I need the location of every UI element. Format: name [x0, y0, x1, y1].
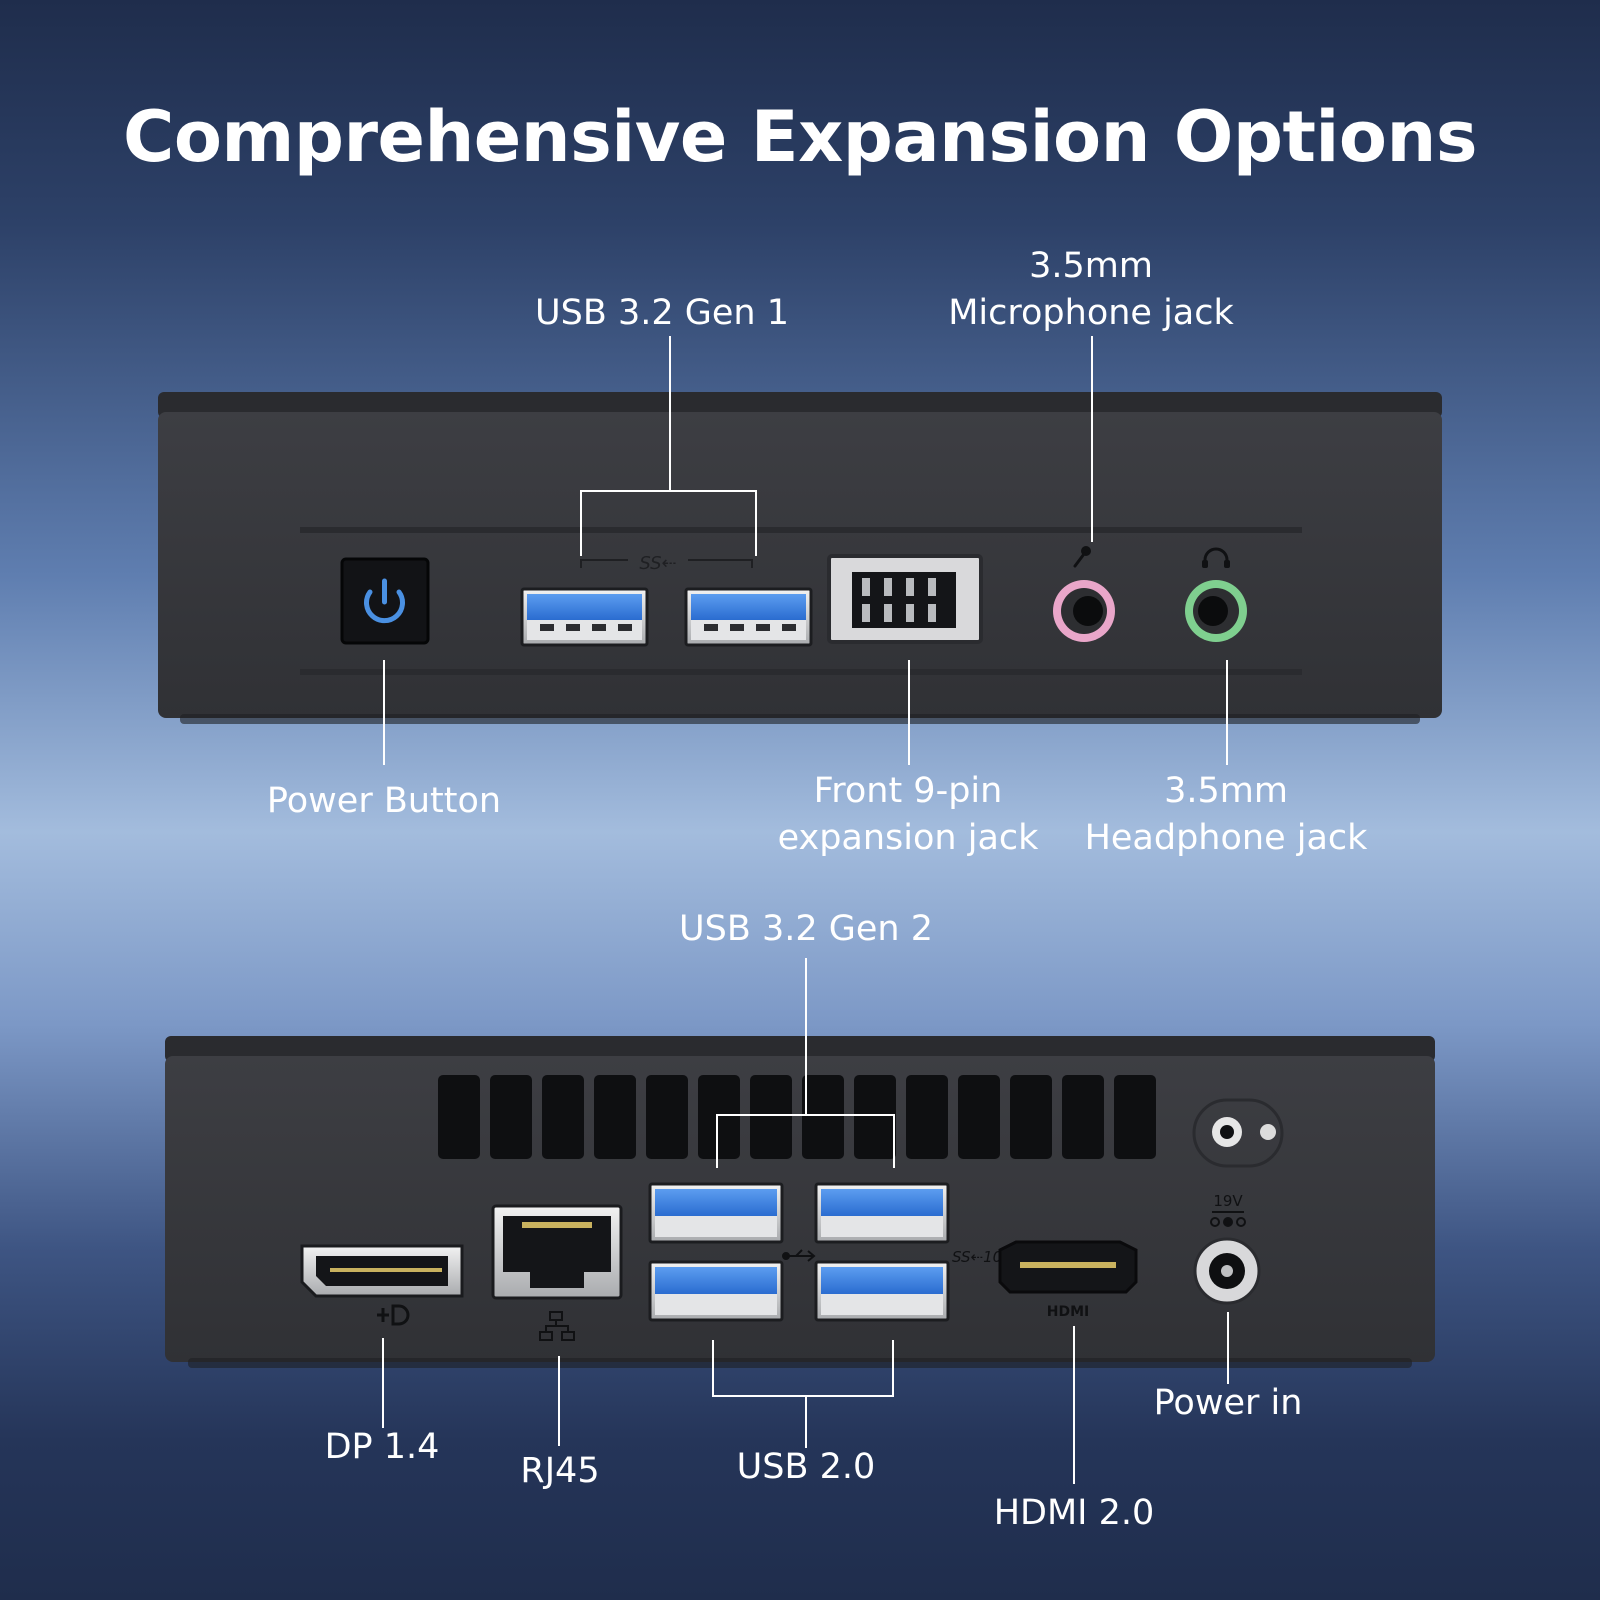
power-button[interactable]	[340, 557, 430, 645]
label-usb-gen1: USB 3.2 Gen 1	[535, 293, 789, 333]
headline: Comprehensive Expansion Options	[122, 96, 1478, 178]
label-power-button: Power Button	[266, 781, 502, 821]
microphone-icon	[1073, 546, 1091, 568]
label-dp: DP 1.4	[324, 1427, 440, 1467]
hdmi-port[interactable]	[998, 1240, 1138, 1294]
vent-grille	[438, 1075, 1156, 1159]
label-9pin-line2: expansion jack	[777, 818, 1039, 858]
callout-usb-gen2	[716, 958, 895, 1168]
rear-case-top-edge	[165, 1036, 1435, 1062]
label-usb20: USB 2.0	[736, 1447, 876, 1487]
front-case-face	[158, 412, 1442, 718]
voltage-label: 19V	[1213, 1192, 1243, 1210]
front-unit: SS⇠	[158, 392, 1442, 724]
power-in-jack[interactable]	[1193, 1237, 1261, 1305]
usb20-port-1[interactable]	[648, 1260, 784, 1322]
rear-unit: SS⇠10 HDMI 19V	[165, 1036, 1435, 1368]
headphone-icon	[1202, 547, 1230, 568]
displayport[interactable]	[300, 1244, 464, 1298]
label-9pin-jack: Front 9-pin expansion jack	[778, 768, 1039, 862]
network-icon	[539, 1311, 575, 1341]
front-groove-top	[300, 527, 1302, 533]
usb10-marking: SS⇠10	[952, 1248, 1002, 1266]
label-microphone-jack: 3.5mm Microphone jack	[948, 243, 1234, 337]
callout-usb20	[712, 1340, 894, 1448]
usb20-port-2[interactable]	[814, 1260, 950, 1322]
front-groove-bottom	[300, 669, 1302, 675]
usb-gen1-port-2[interactable]	[684, 587, 813, 647]
headphone-jack[interactable]	[1185, 580, 1247, 642]
usb-gen1-port-1[interactable]	[520, 587, 649, 647]
label-headphone-jack: 3.5mm Headphone jack	[1085, 768, 1368, 862]
power-icon	[364, 578, 405, 624]
label-headphone-line2: Headphone jack	[1084, 818, 1368, 858]
label-power-in: Power in	[1153, 1383, 1303, 1423]
label-microphone-line2: Microphone jack	[948, 293, 1234, 333]
front-case-top-edge	[158, 392, 1442, 418]
usb-ss-marking-text: SS⇠	[639, 553, 676, 574]
front-9pin-header[interactable]	[827, 554, 983, 644]
callout-usb-gen1	[580, 336, 757, 556]
usb-gen2-port-1[interactable]	[648, 1182, 784, 1244]
usb-gen2-port-2[interactable]	[814, 1182, 950, 1244]
dc-polarity-icon	[1210, 1211, 1246, 1227]
usb-icon	[782, 1249, 816, 1262]
label-headphone-line1: 3.5mm	[1164, 771, 1288, 811]
rear-callout-lines	[382, 958, 1229, 1484]
label-rj45: RJ45	[520, 1451, 600, 1491]
displayport-icon	[377, 1304, 410, 1326]
label-usb-gen2: USB 3.2 Gen 2	[679, 909, 933, 949]
label-9pin-line1: Front 9-pin	[813, 771, 1003, 811]
security-lock-slot	[1192, 1098, 1284, 1168]
rear-case-bottom-shadow	[188, 1358, 1412, 1368]
front-callout-lines	[383, 336, 1228, 765]
rear-case-face	[165, 1056, 1435, 1362]
usb-ss-marking: SS⇠	[580, 553, 753, 574]
hdmi-marking: HDMI	[1047, 1304, 1089, 1320]
label-hdmi: HDMI 2.0	[993, 1493, 1155, 1533]
rj45-port[interactable]	[491, 1204, 623, 1300]
label-microphone-line1: 3.5mm	[1029, 246, 1153, 286]
microphone-jack[interactable]	[1053, 580, 1115, 642]
front-case-bottom-shadow	[180, 714, 1420, 724]
